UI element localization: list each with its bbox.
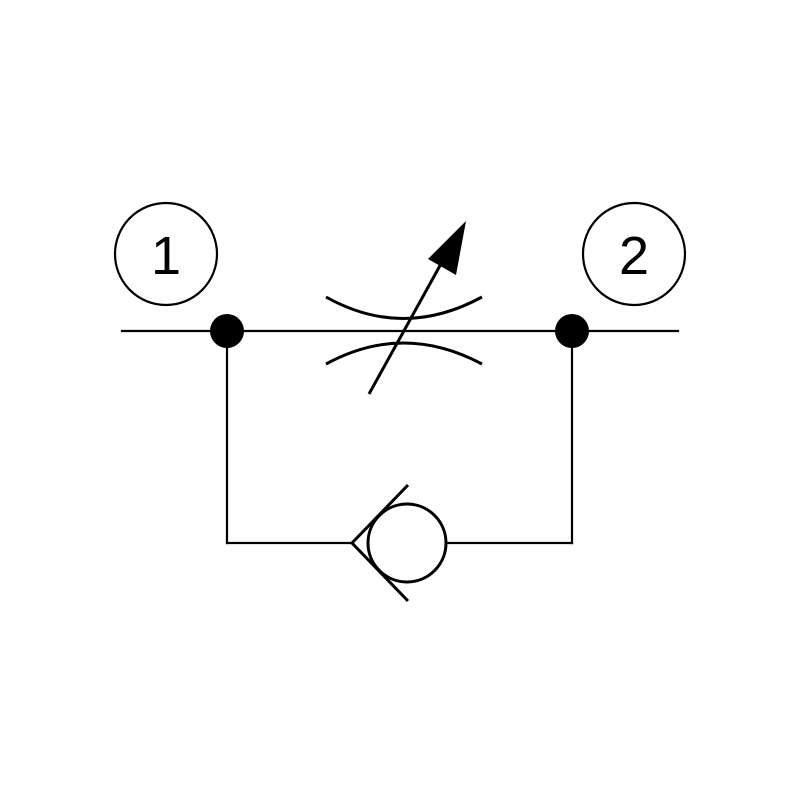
check-valve-seat	[349, 483, 410, 603]
adjustment-arrow-head	[428, 221, 466, 275]
port-1-label: 1	[151, 226, 181, 286]
throttle-arc-lower	[325, 341, 483, 366]
throttle-arc-upper	[325, 295, 483, 320]
port-2-badge: 2	[581, 201, 687, 307]
port-2-circle	[581, 201, 687, 307]
port-1-circle	[113, 201, 219, 307]
check-valve-ball	[366, 502, 448, 584]
port-1-badge: 1	[113, 201, 219, 307]
port-2-label: 2	[619, 226, 649, 286]
adjustment-arrow-shaft	[367, 261, 444, 395]
